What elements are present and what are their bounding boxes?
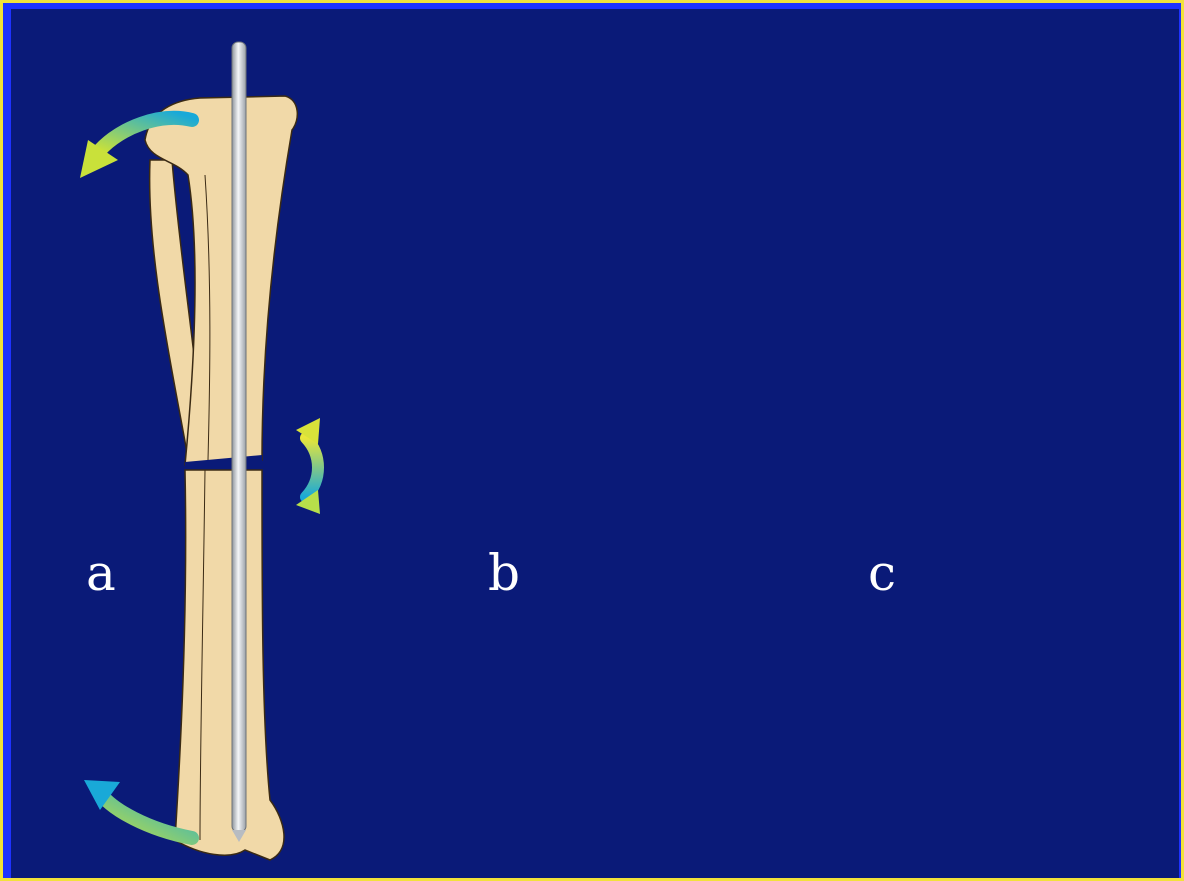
- intramedullary-nail-icon: [232, 42, 246, 832]
- panel-label-a: a: [86, 548, 116, 598]
- curved-arrow-icon: [296, 418, 320, 514]
- bone-icon: [145, 96, 297, 860]
- panel-label-c: c: [868, 548, 896, 598]
- panel-a: [80, 42, 320, 860]
- curved-arrow-icon: [84, 780, 192, 838]
- panel-label-b: b: [488, 548, 520, 598]
